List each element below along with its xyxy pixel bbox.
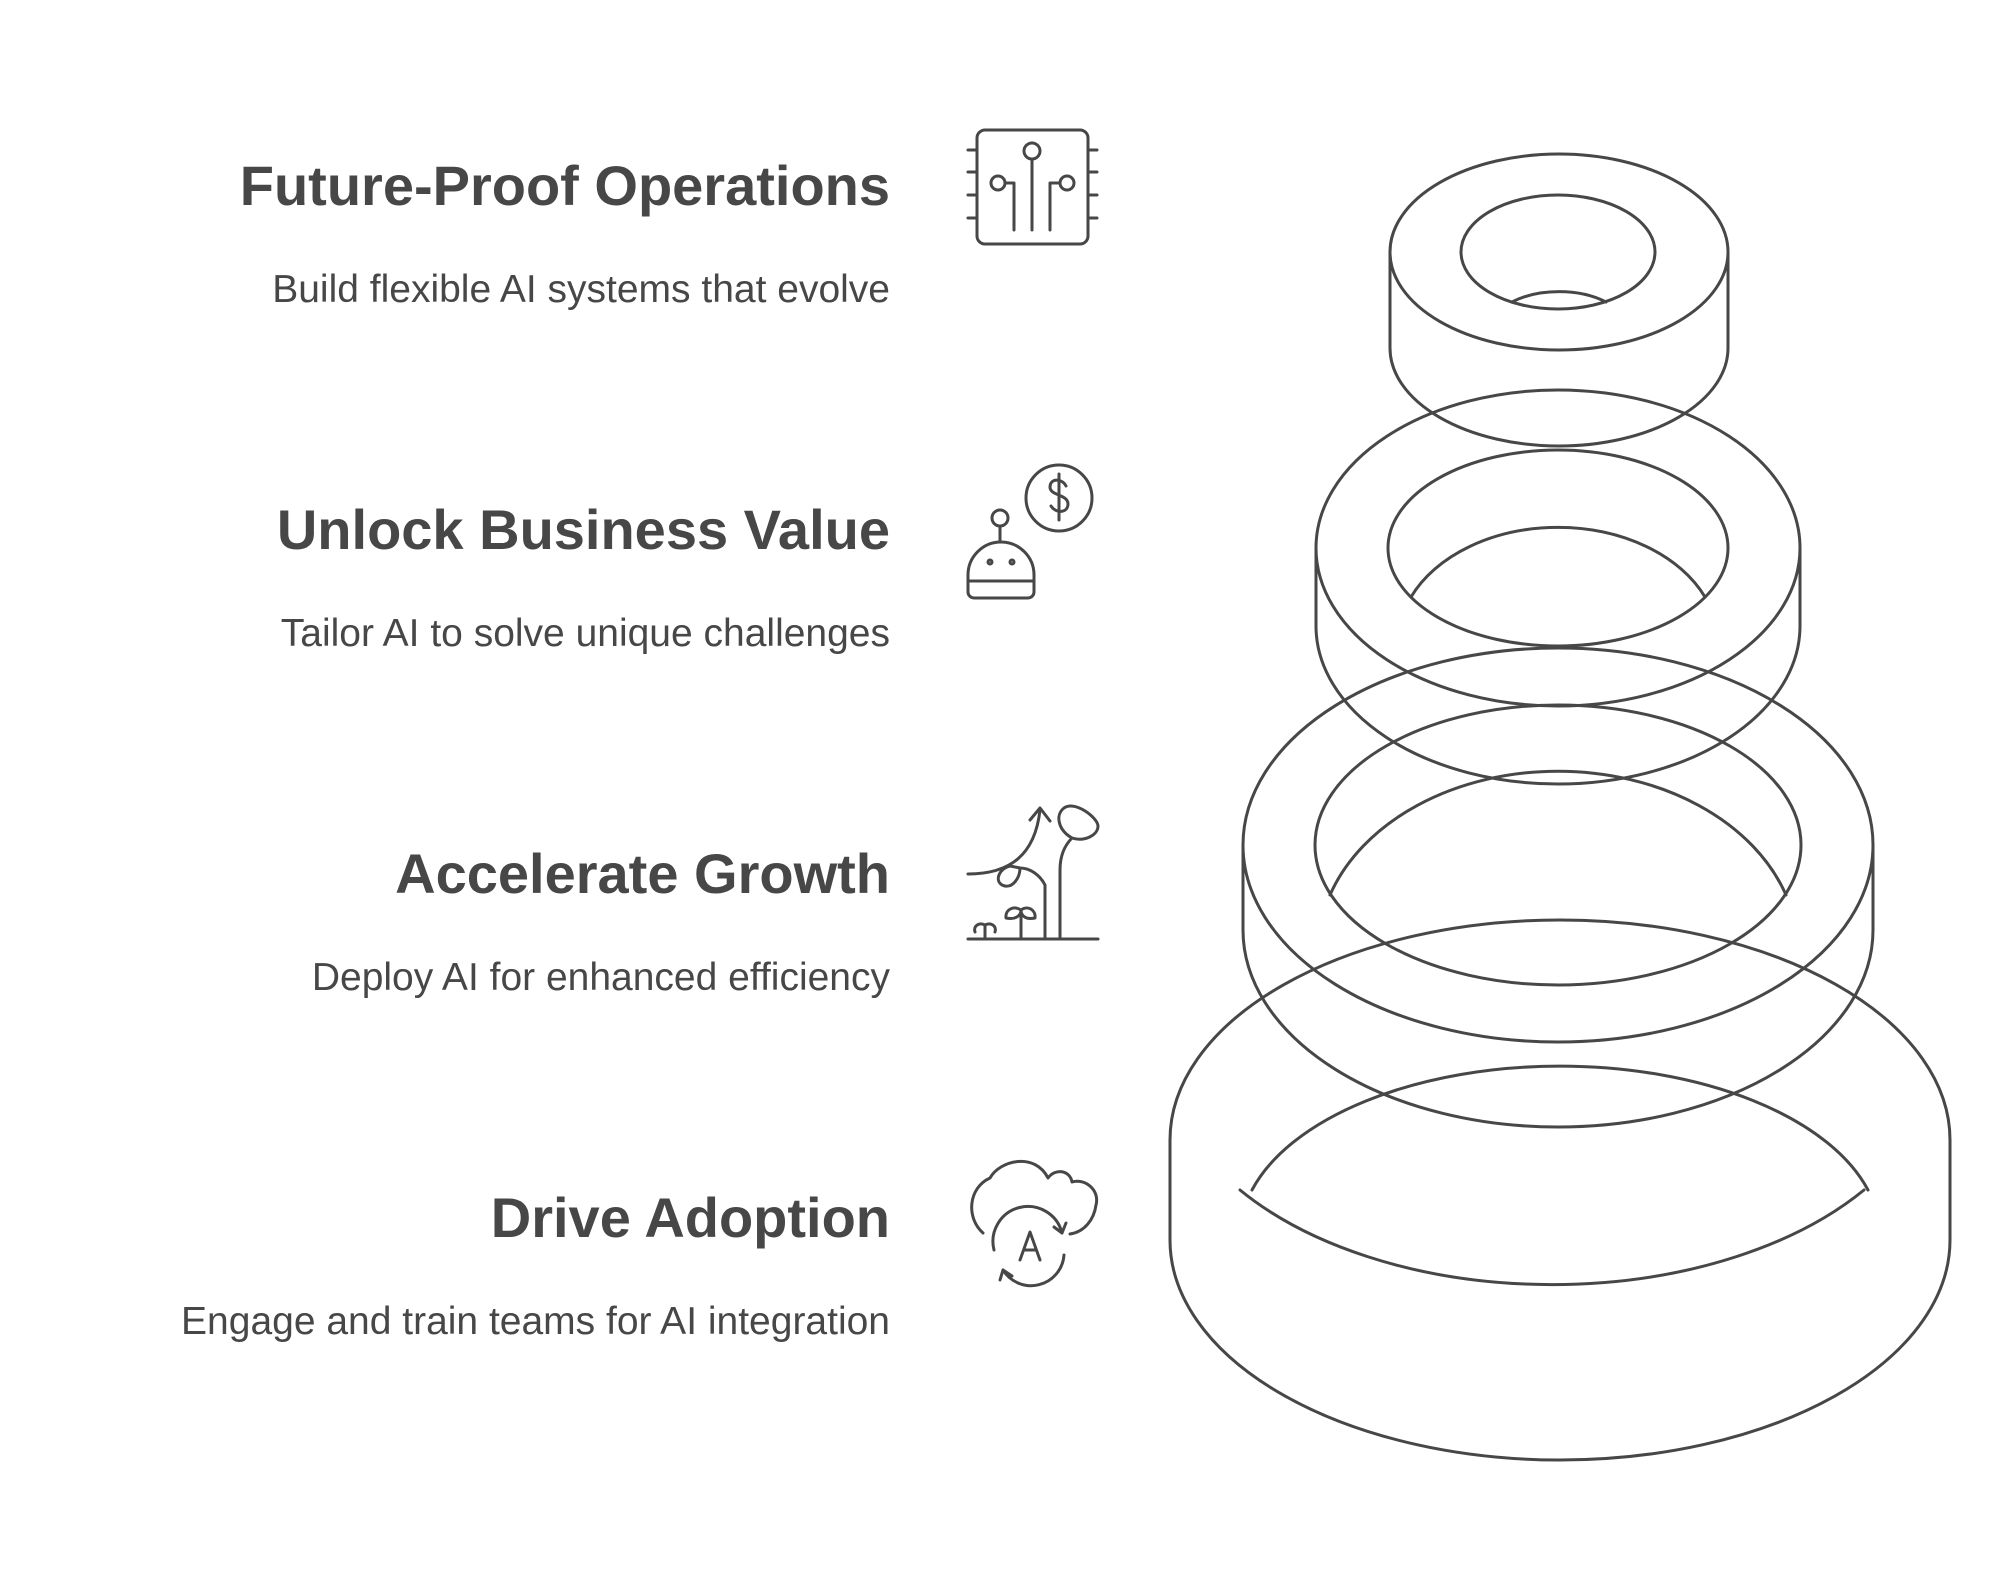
plant-growth-icon — [966, 804, 1100, 941]
ring-unlock-value — [1314, 388, 1802, 786]
item-desc-business-value: Tailor AI to solve unique challenges — [280, 612, 890, 655]
item-title-business-value: Unlock Business Value — [276, 498, 890, 561]
item-desc-future-proof: Build flexible AI systems that evolve — [272, 268, 890, 311]
item-title-future-proof: Future-Proof Operations — [239, 154, 890, 217]
ring-accelerate-growth — [1241, 646, 1875, 1129]
item-title-adoption: Drive Adoption — [490, 1186, 890, 1249]
cloud-sync-adoption-icon — [970, 1160, 1099, 1288]
item-desc-adoption: Engage and train teams for AI integratio… — [181, 1300, 890, 1343]
circuit-chip-icon — [966, 128, 1099, 246]
item-title-growth: Accelerate Growth — [395, 842, 890, 905]
item-desc-growth: Deploy AI for enhanced efficiency — [311, 956, 890, 999]
robot-dollar-icon — [966, 463, 1094, 600]
ring-future-proof — [1388, 152, 1730, 448]
ring-drive-adoption — [1168, 918, 1952, 1462]
